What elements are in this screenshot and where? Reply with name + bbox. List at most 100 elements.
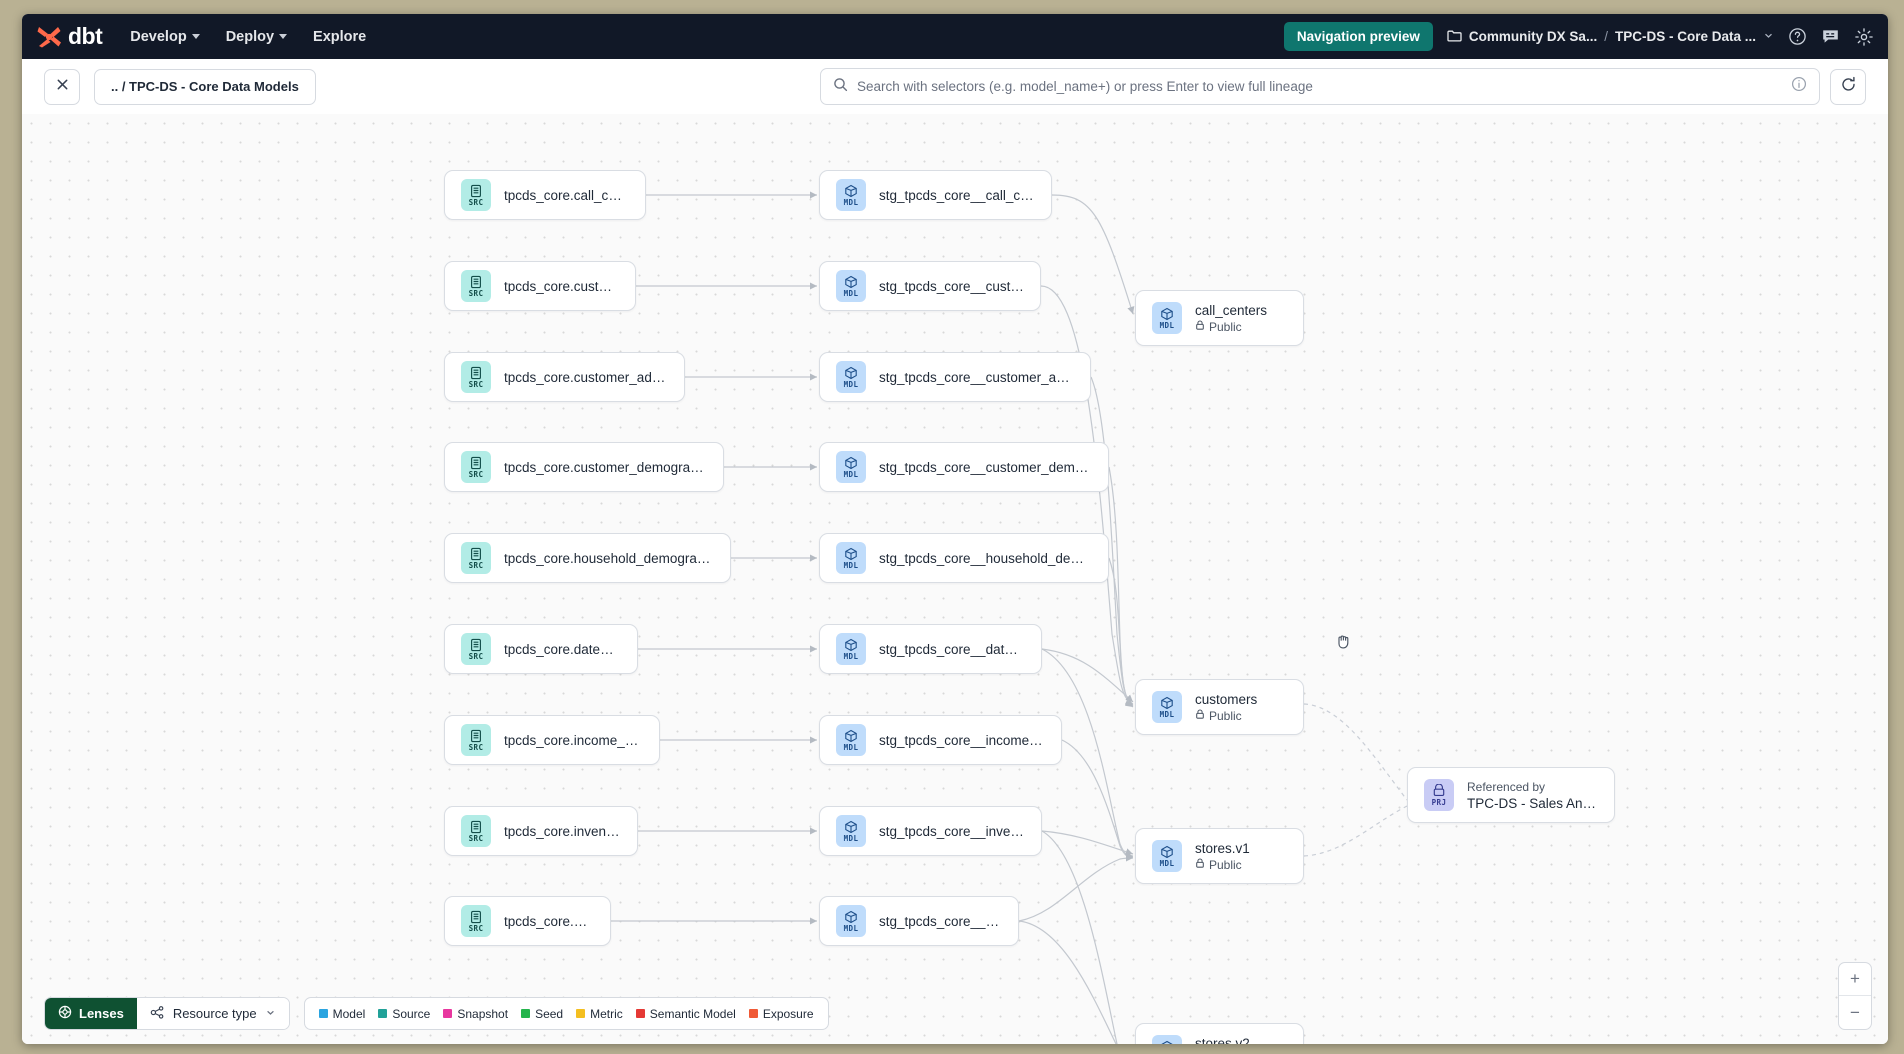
node-text-group: tpcds_core.inventory: [504, 824, 621, 839]
navigation-preview-button[interactable]: Navigation preview: [1283, 22, 1433, 51]
node-text-group: stg_tpcds_core__date_dim: [879, 642, 1025, 657]
legend-item[interactable]: Exposure: [748, 1006, 814, 1021]
nav-item-explore[interactable]: Explore: [313, 29, 366, 45]
mdl-badge-icon: MDL: [836, 179, 866, 211]
grab-cursor-icon: [1334, 630, 1356, 652]
feedback-icon[interactable]: [1821, 27, 1840, 46]
dbt-logo[interactable]: dbt: [36, 23, 103, 50]
breadcrumb-project[interactable]: TPC-DS - Core Data ...: [1614, 29, 1756, 44]
search-box[interactable]: [820, 68, 1820, 105]
src-badge-icon: SRC: [461, 361, 491, 393]
lineage-node-source[interactable]: SRC tpcds_core.customer_demographics: [444, 442, 724, 492]
search-icon: [833, 77, 848, 97]
resource-type-legend: Model Source Snapshot Seed Metric Semantic Mo…: [303, 997, 829, 1030]
node-label: tpcds_core.inventory: [504, 823, 621, 839]
node-label: tpcds_core.date_dim: [504, 641, 621, 657]
node-label: tpcds_core.store: [504, 913, 594, 929]
zoom-out-button[interactable]: −: [1850, 1002, 1860, 1022]
breadcrumb-separator: /: [1604, 29, 1608, 44]
close-button[interactable]: [44, 68, 80, 105]
legend-label: Metric: [590, 1006, 623, 1021]
legend-item[interactable]: Seed: [521, 1007, 563, 1021]
node-text-group: tpcds_core.customer_demographics: [504, 460, 707, 475]
legend-swatch-icon: [443, 1009, 453, 1018]
src-badge-icon: SRC: [461, 724, 491, 756]
chevron-down-icon: [265, 1006, 276, 1021]
node-access-badge: Public: [1195, 320, 1267, 334]
help-icon[interactable]: [1788, 27, 1807, 46]
mdl-badge-icon: MDL: [836, 815, 866, 847]
node-label: stg_tpcds_core__date_dim: [879, 641, 1025, 657]
lenses-button[interactable]: Lenses: [45, 998, 137, 1029]
prj-badge-icon: PRJ: [1424, 779, 1454, 811]
nav-item-develop[interactable]: Develop: [130, 29, 200, 45]
node-label: stg_tpcds_core__customer_address: [879, 369, 1074, 385]
gear-icon[interactable]: [1854, 27, 1874, 47]
legend-item[interactable]: Source: [378, 1007, 430, 1021]
src-badge-icon: SRC: [461, 451, 491, 483]
lineage-toolbar: .. / TPC-DS - Core Data Models: [22, 59, 1888, 114]
app-window: dbt Develop Deploy Explore Navigation pr…: [22, 14, 1888, 1044]
chevron-down-icon[interactable]: [1763, 29, 1774, 44]
breadcrumb: Community DX Sa... / TPC-DS - Core Data …: [1447, 29, 1774, 45]
resource-type-dropdown[interactable]: Resource type: [136, 998, 289, 1029]
dbt-logo-text: dbt: [68, 23, 103, 49]
lineage-node-source[interactable]: SRC tpcds_core.customer: [444, 261, 636, 311]
legend-item[interactable]: Model: [318, 1006, 366, 1021]
node-access-badge: Public: [1195, 858, 1250, 872]
search-input[interactable]: [857, 79, 1782, 94]
src-badge-icon: SRC: [461, 270, 491, 302]
legend-label: Model: [332, 1006, 366, 1021]
legend-label: Exposure: [762, 1006, 814, 1021]
legend-label: Semantic Model: [649, 1006, 736, 1021]
node-label: stg_tpcds_core__customer: [879, 278, 1024, 294]
mdl-badge-icon: MDL: [836, 905, 866, 937]
zoom-in-button[interactable]: +: [1839, 963, 1871, 996]
node-text-group: tpcds_core.customer: [504, 279, 619, 294]
lineage-breadcrumb-pill[interactable]: .. / TPC-DS - Core Data Models: [94, 68, 316, 105]
legend-item[interactable]: Snapshot: [443, 1007, 508, 1021]
node-text-group: tpcds_core.customer_address: [504, 370, 668, 385]
node-text-group: stores.v2Public: [1195, 1036, 1250, 1045]
info-icon[interactable]: [1791, 76, 1807, 97]
refresh-button[interactable]: [1830, 68, 1866, 105]
chevron-down-icon: [191, 34, 200, 39]
breadcrumb-account[interactable]: Community DX Sa...: [1468, 29, 1598, 44]
legend-swatch-icon: [521, 1009, 531, 1018]
node-label: stg_tpcds_core__household_demogr…: [879, 550, 1092, 566]
lineage-node-source[interactable]: SRC tpcds_core.customer_address: [444, 352, 685, 402]
nav-item-deploy[interactable]: Deploy: [225, 28, 288, 45]
src-badge-icon: SRC: [461, 542, 491, 574]
lock-icon: [1195, 857, 1205, 872]
zoom-controls: + −: [1838, 962, 1872, 1030]
legend-item[interactable]: Metric: [576, 1007, 623, 1021]
legend-swatch-icon: [576, 1009, 586, 1018]
node-label: call_centers: [1195, 302, 1268, 318]
legend-label: Source: [392, 1006, 431, 1021]
node-text-group: stg_tpcds_core__household_demogr…: [879, 551, 1092, 566]
legend-item[interactable]: Semantic Model: [635, 1006, 736, 1021]
nav-item-deploy-label: Deploy: [225, 28, 275, 45]
